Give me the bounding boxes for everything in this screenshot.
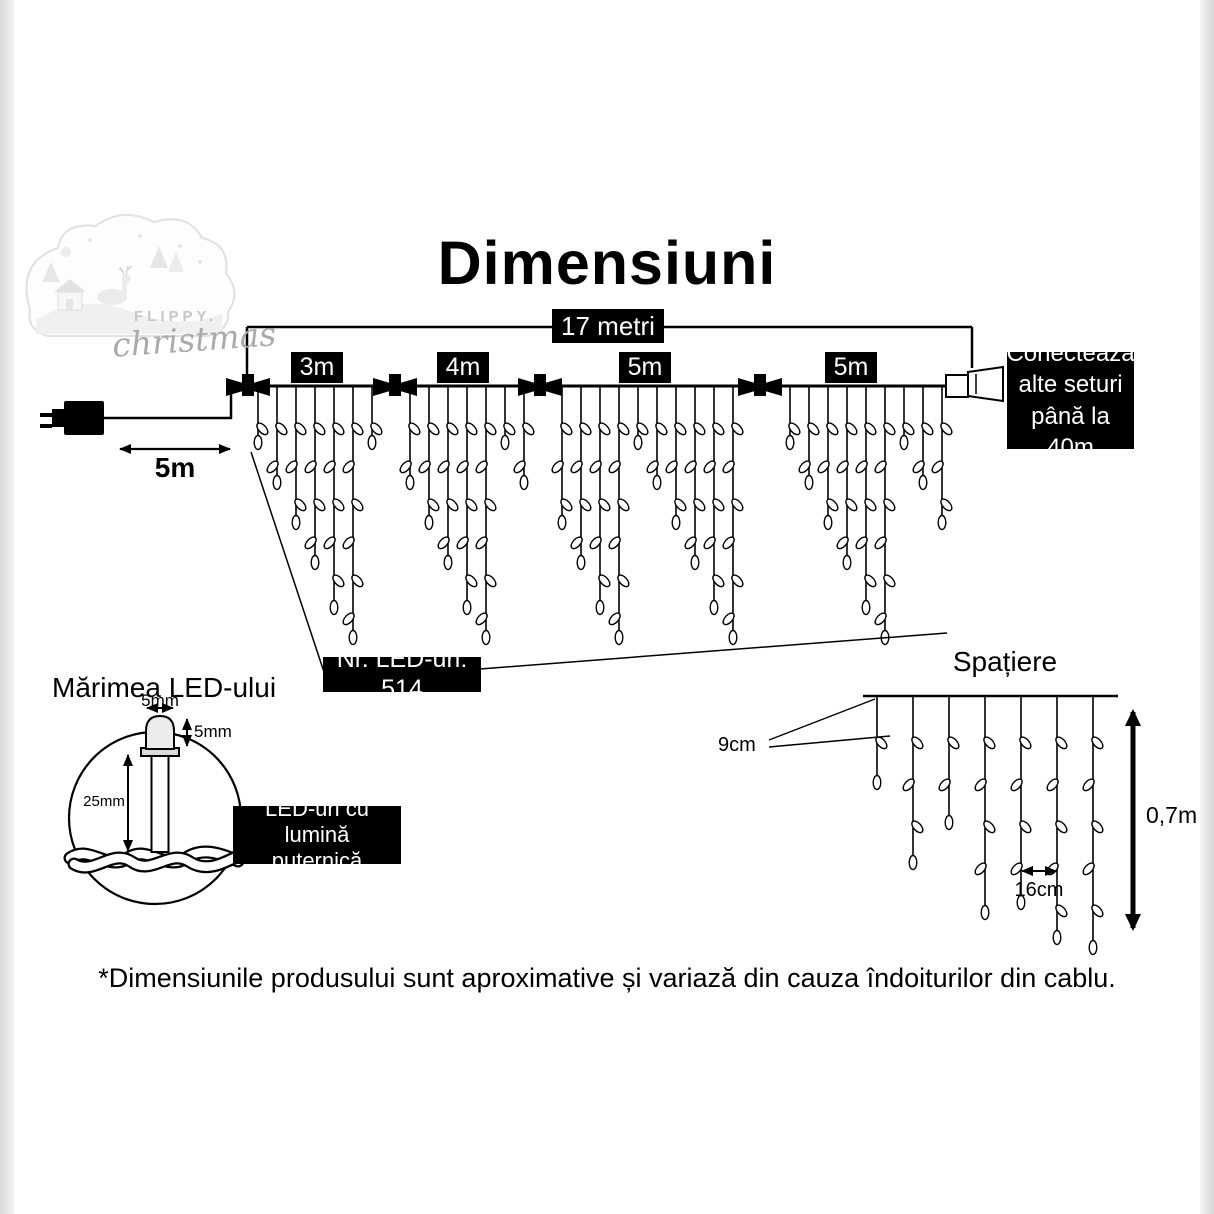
spacing-9cm-pointer-lines (768, 698, 891, 748)
cap-height-label: 5mm (194, 722, 232, 741)
led-size-closeup (63, 703, 245, 906)
section-length-label-3: 5m (619, 352, 671, 383)
led-count-label: Nr. LED-uri: 514 (323, 645, 481, 703)
main-icicle-drops (253, 386, 953, 646)
connect-note-label: Conectează alte seturi până la 40m (1006, 340, 1134, 461)
power-plug (40, 386, 233, 435)
wire-connectors (226, 374, 782, 396)
right-edge-shade (1200, 0, 1214, 1214)
drop-height-label: 0,7m (1146, 802, 1198, 828)
connect-note-line1: Conectează (1006, 340, 1135, 368)
spacing-heading: Spațiere (952, 646, 1058, 677)
horizontal-gap-label: 16cm (1014, 879, 1064, 901)
left-edge-shade (0, 0, 14, 1214)
led-callout-line2: puternică (271, 847, 363, 873)
cap-width-label: 5mm (141, 691, 179, 710)
connect-note-line3: până la 40m (1031, 402, 1110, 461)
section-length-label-2: 4m (437, 352, 489, 383)
page-title: Dimensiuni (437, 229, 777, 297)
spacing-icicle-drops (872, 696, 1104, 956)
body-length-label: 25mm (83, 793, 125, 810)
logo-brand-name: FLIPPY. (134, 308, 218, 325)
end-connector (945, 365, 1004, 403)
flippy-christmas-logo-art (25, 213, 236, 337)
vertical-gap-label: 9cm (718, 734, 756, 756)
led-count-pointer-lines (250, 451, 948, 673)
total-length-label: 17 metri (552, 309, 664, 343)
disclaimer-footnote: *Dimensiunile produsului sunt aproximati… (98, 963, 1116, 993)
led-brightness-callout: LED-uri cu lumină puternică (233, 796, 401, 873)
connect-note-line2: alte seturi (1018, 371, 1123, 399)
led-size-heading: Mărimea LED-ului (52, 672, 277, 703)
section-length-label-4: 5m (825, 352, 877, 383)
led-callout-line1: LED-uri cu lumină (265, 796, 369, 848)
section-length-label-1: 3m (291, 352, 343, 383)
lead-length-label: 5m (154, 452, 196, 483)
